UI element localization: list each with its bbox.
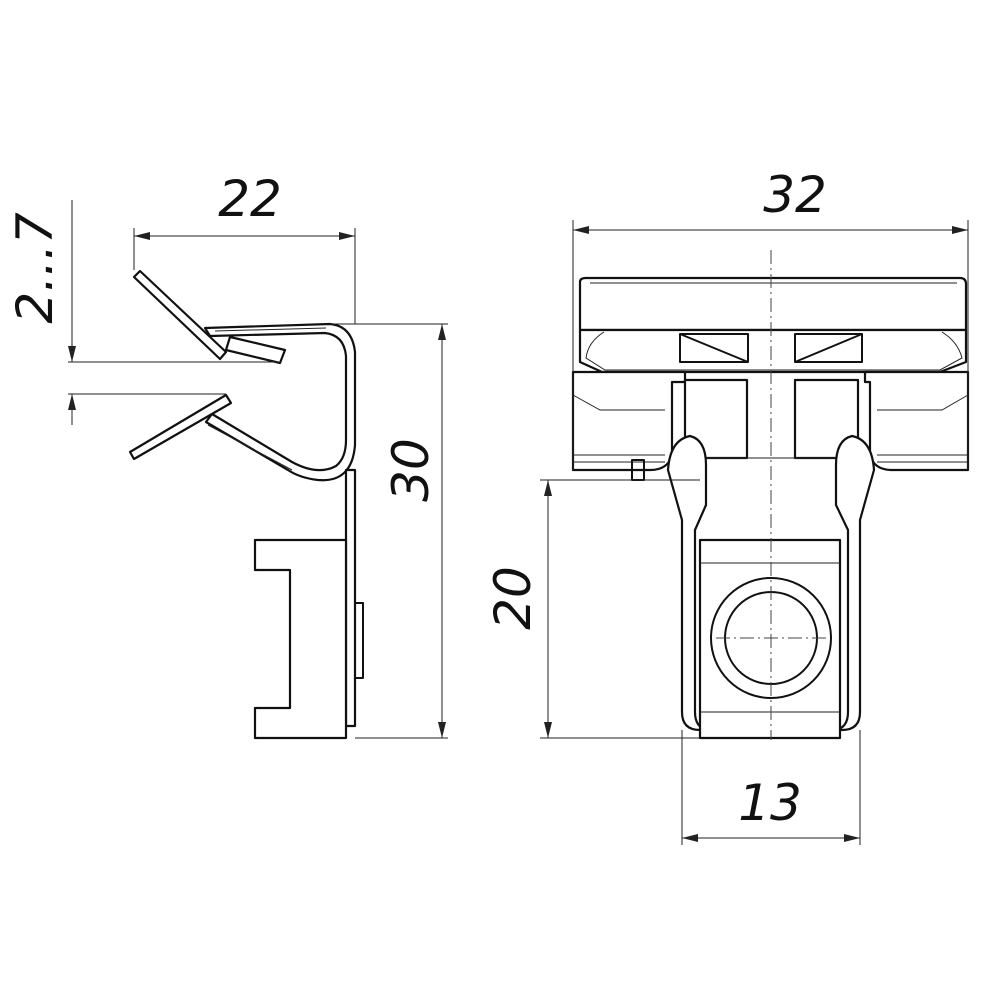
nut-outer-circle <box>710 577 832 699</box>
wing-right-detail <box>877 394 969 411</box>
dim-front-height: 20 <box>484 566 542 630</box>
housing-window-left <box>679 333 749 363</box>
side-clip-body <box>203 322 357 482</box>
side-leg-detail <box>354 602 364 679</box>
dim-nut-width: 13 <box>738 774 802 832</box>
front-left-wing <box>571 370 687 472</box>
side-clip-inner-line <box>214 327 327 332</box>
side-nut-block <box>253 538 348 740</box>
side-upper-blade <box>132 269 228 361</box>
front-top-cap <box>578 276 968 332</box>
housing-window-right <box>794 333 863 363</box>
front-strap <box>666 434 710 732</box>
centre-axes <box>716 250 828 740</box>
front-nut <box>698 538 842 740</box>
side-clip-inner-line-2 <box>207 424 293 471</box>
housing-chamfer <box>585 331 963 371</box>
front-housing <box>578 328 968 374</box>
front-strap-right <box>833 434 876 732</box>
side-dimensions: 22 30 2...7 <box>6 170 448 739</box>
side-view <box>128 269 364 740</box>
side-leg <box>344 468 357 728</box>
wing-left-detail <box>572 394 665 411</box>
front-right-wing <box>863 370 970 472</box>
front-dimensions: 32 20 13 <box>484 166 969 845</box>
dim-front-width: 32 <box>763 166 827 224</box>
side-lower-blade <box>128 393 233 461</box>
front-view <box>571 276 970 740</box>
dim-gap: 2...7 <box>6 212 64 323</box>
dim-side-height: 30 <box>382 438 440 502</box>
side-upper-tongue <box>224 335 287 365</box>
dim-side-width: 22 <box>218 170 282 228</box>
